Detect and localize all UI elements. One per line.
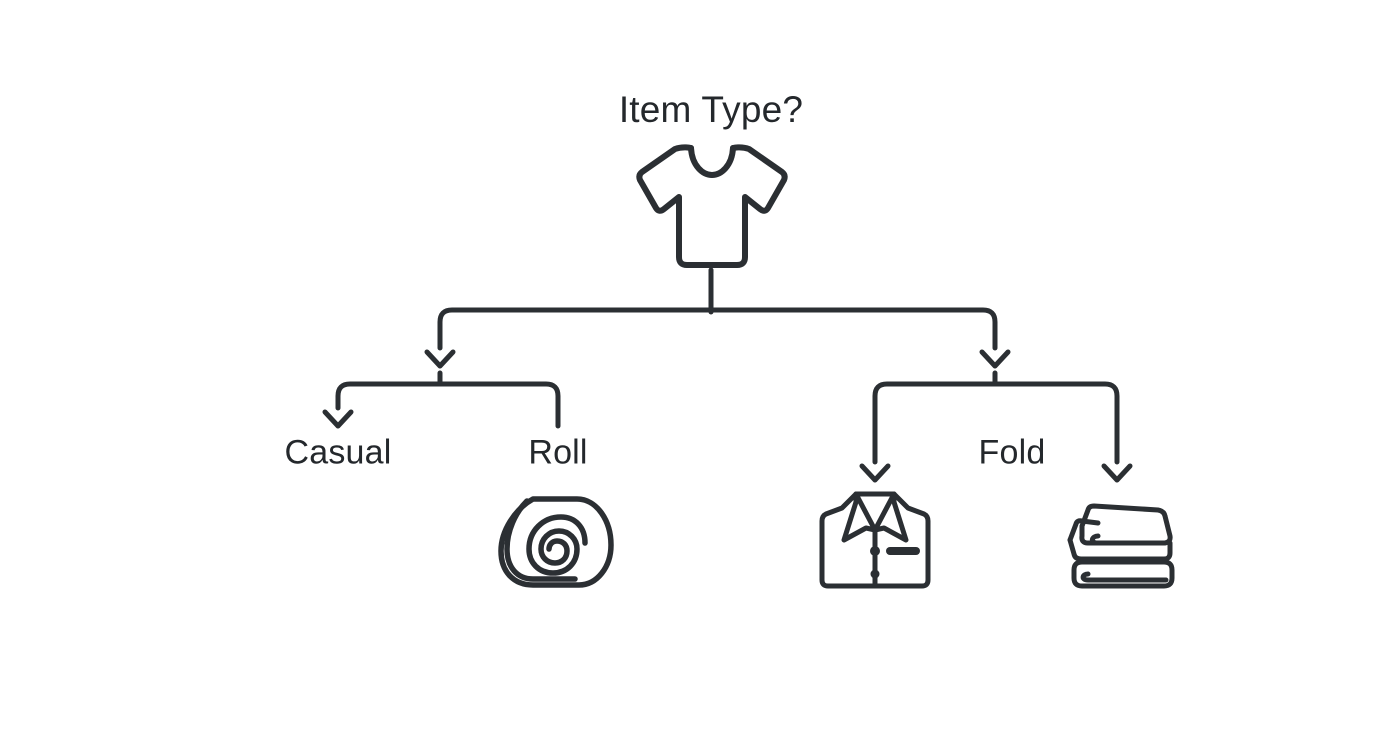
branch-label-roll: Roll (528, 433, 588, 472)
right-sub-split-bar (872, 381, 1120, 465)
folded-towel-stack-icon (1058, 496, 1180, 592)
main-right-arrowhead (979, 349, 1011, 369)
casual-arrowhead (322, 409, 354, 429)
page-title: Item Type? (618, 89, 804, 130)
rolled-towel-icon (493, 487, 619, 595)
branch-label-casual: Casual (284, 433, 392, 472)
main-left-arrowhead (424, 349, 456, 369)
fold-stack-arrowhead (1101, 463, 1133, 483)
shirt-button-lower (870, 569, 880, 579)
shirt-button-upper (870, 546, 880, 556)
branch-label-fold: Fold (978, 433, 1046, 472)
folded-dress-shirt-icon (819, 488, 931, 592)
left-sub-split-bar (335, 381, 561, 429)
fold-shirt-arrowhead (859, 463, 891, 483)
tshirt-icon (634, 139, 790, 271)
main-split-bar (437, 307, 998, 351)
